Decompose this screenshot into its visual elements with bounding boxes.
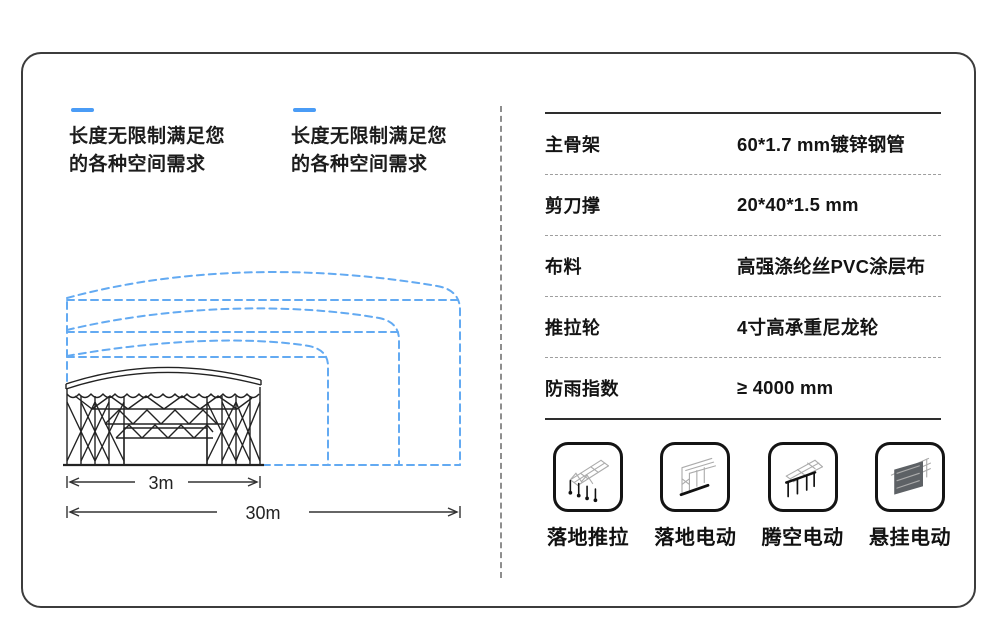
spec-value: 60*1.7 mm镀锌钢管	[737, 134, 906, 155]
variant-box	[660, 442, 731, 512]
ground-pull-tent-icon	[568, 459, 609, 503]
tent-drawing	[63, 366, 264, 467]
variant-hanging-electric: 悬挂电动	[859, 442, 961, 550]
variant-box	[553, 442, 623, 512]
feature-line-2: 的各种空间需求	[291, 154, 428, 175]
spec-row-frame: 主骨架 60*1.7 mm镀锌钢管	[545, 114, 941, 175]
dimension-30m-label: 30m	[245, 503, 280, 523]
feature-text: 长度无限制满足您 的各种空间需求	[291, 123, 501, 179]
accent-dash-icon	[71, 108, 94, 112]
feature-block-2: 长度无限制满足您 的各种空间需求	[291, 108, 501, 179]
spec-value: 高强涤纶丝PVC涂层布	[737, 256, 926, 277]
spec-label: 布料	[545, 257, 582, 277]
product-spec-card: 长度无限制满足您 的各种空间需求 长度无限制满足您 的各种空间需求	[21, 52, 976, 608]
spec-value: 20*40*1.5 mm	[737, 194, 859, 215]
variant-label: 腾空电动	[761, 527, 844, 549]
accent-dash-icon	[293, 108, 316, 112]
spec-row-scissor-brace: 剪刀撑 20*40*1.5 mm	[545, 175, 941, 236]
spec-row-wheels: 推拉轮 4寸高承重尼龙轮	[545, 297, 941, 358]
feature-line-2: 的各种空间需求	[69, 154, 206, 175]
spec-label: 防雨指数	[545, 379, 619, 399]
variant-ground-pull: 落地推拉	[537, 442, 639, 550]
feature-block-1: 长度无限制满足您 的各种空间需求	[69, 108, 279, 179]
spec-row-fabric: 布料 高强涤纶丝PVC涂层布	[545, 236, 941, 297]
feature-line-1: 长度无限制满足您	[69, 126, 226, 147]
variant-elevated-electric: 腾空电动	[752, 442, 854, 550]
variant-row: 落地推拉 落地电动 腾空电动	[537, 442, 961, 550]
spec-table: 主骨架 60*1.7 mm镀锌钢管 剪刀撑 20*40*1.5 mm 布料 高强…	[545, 112, 941, 420]
spec-label: 剪刀撑	[545, 196, 601, 216]
spec-label: 推拉轮	[545, 318, 601, 338]
spec-row-rainproof: 防雨指数 ≥ 4000 mm	[545, 358, 941, 418]
feature-line-1: 长度无限制满足您	[291, 126, 448, 147]
feature-text: 长度无限制满足您 的各种空间需求	[69, 123, 279, 179]
hanging-electric-tent-icon	[890, 457, 931, 495]
ground-electric-tent-icon	[680, 457, 717, 497]
variant-label: 悬挂电动	[868, 527, 951, 549]
variant-label: 落地电动	[654, 527, 737, 549]
spec-value: ≥ 4000 mm	[737, 377, 834, 398]
variant-box	[767, 442, 838, 512]
spec-value: 4寸高承重尼龙轮	[737, 317, 879, 338]
variant-box	[874, 442, 945, 512]
dimension-30m: 30m	[66, 503, 461, 523]
elevated-electric-tent-icon	[784, 459, 823, 498]
tent-expansion-diagram: 3m 30m	[63, 271, 461, 523]
dimension-3m-label: 3m	[148, 473, 173, 493]
variant-ground-electric: 落地电动	[644, 442, 746, 550]
expansion-outline-dashed	[66, 271, 461, 466]
vertical-divider	[500, 106, 502, 578]
variant-label: 落地推拉	[547, 527, 629, 549]
dimension-3m: 3m	[66, 473, 261, 493]
spec-label: 主骨架	[545, 135, 601, 155]
